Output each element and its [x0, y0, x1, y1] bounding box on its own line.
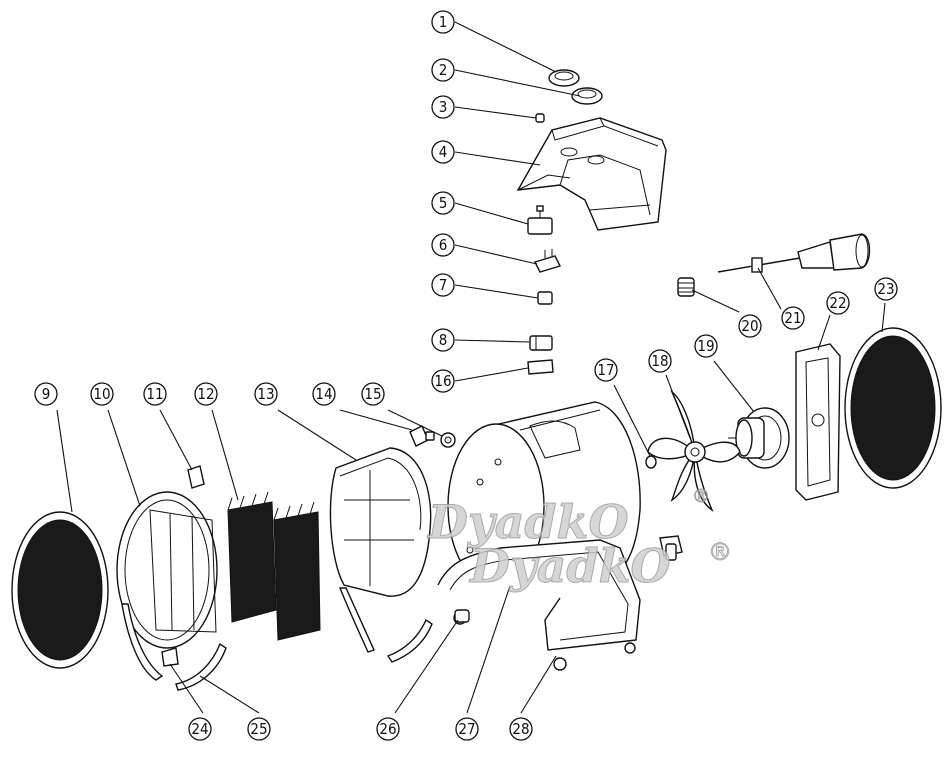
svg-text:17: 17: [597, 361, 614, 379]
part-relay-8: [529, 335, 553, 351]
part-knob-stand: [659, 535, 683, 561]
callout-22: 22: [826, 291, 850, 315]
svg-text:15: 15: [364, 385, 381, 403]
watermark-logo: DyadkO DyadkO ® ®: [426, 486, 733, 594]
callout-24: 24: [188, 717, 212, 741]
callout-7: 7: [431, 273, 455, 297]
part-top-cover-4: [516, 117, 667, 231]
part-bracket-6: [534, 249, 561, 273]
svg-text:22: 22: [829, 294, 846, 312]
part-nut-3: [535, 113, 545, 123]
callout-15: 15: [361, 382, 385, 406]
part-front-ring-10: [116, 491, 218, 681]
part-plate-16: [527, 359, 554, 375]
part-clamp-24: [161, 647, 179, 667]
svg-text:DyadkO: DyadkO: [426, 495, 629, 549]
leader-lines: [56, 21, 886, 714]
part-washer-17: [645, 455, 657, 469]
part-clip-arc: [386, 618, 433, 663]
svg-text:6: 6: [439, 236, 448, 254]
svg-text:14: 14: [315, 385, 332, 403]
svg-text:4: 4: [439, 143, 448, 161]
svg-text:®: ®: [692, 486, 710, 507]
part-arc-strip-25: [175, 642, 227, 691]
svg-text:28: 28: [512, 720, 529, 738]
part-element-frame-13: [329, 447, 432, 653]
callout-26: 26: [376, 717, 400, 741]
part-connector-7: [537, 291, 553, 305]
svg-text:12: 12: [197, 385, 214, 403]
part-motor-bracket-22: [795, 343, 841, 501]
callout-16: 16: [431, 369, 455, 393]
callout-6: 6: [431, 233, 455, 257]
svg-text:1: 1: [439, 13, 448, 31]
svg-text:25: 25: [250, 720, 267, 738]
svg-text:23: 23: [877, 280, 894, 298]
svg-text:10: 10: [93, 385, 110, 403]
svg-text:16: 16: [434, 372, 451, 390]
svg-text:®: ®: [708, 538, 732, 566]
part-knob-2: [571, 87, 603, 105]
callout-23: 23: [874, 277, 898, 301]
callout-5: 5: [431, 191, 455, 215]
svg-text:21: 21: [784, 309, 801, 327]
callout-27: 27: [455, 717, 479, 741]
callout-18: 18: [648, 349, 672, 373]
part-fastener-11: [187, 465, 205, 489]
svg-text:8: 8: [439, 331, 448, 349]
part-foot-26: [454, 609, 470, 623]
part-switch-5: [527, 205, 553, 235]
callout-28: 28: [509, 717, 533, 741]
svg-text:2: 2: [439, 61, 448, 79]
svg-text:19: 19: [697, 337, 714, 355]
part-washer-15: [440, 432, 456, 448]
part-front-grille-9: [11, 511, 109, 669]
callout-4: 4: [431, 140, 455, 164]
callout-12: 12: [194, 382, 218, 406]
part-knob-1: [548, 69, 580, 87]
svg-text:3: 3: [439, 98, 448, 116]
svg-text:20: 20: [741, 317, 758, 335]
part-cable-gland-20: [677, 277, 695, 297]
svg-text:5: 5: [439, 194, 448, 212]
svg-text:26: 26: [379, 720, 396, 738]
callout-14: 14: [312, 382, 336, 406]
svg-text:9: 9: [42, 385, 51, 403]
svg-text:18: 18: [651, 352, 668, 370]
callout-13: 13: [254, 382, 278, 406]
callout-25: 25: [247, 717, 271, 741]
part-power-cord-21: [717, 233, 871, 273]
svg-text:DyadkO: DyadkO: [468, 539, 671, 593]
svg-text:24: 24: [191, 720, 208, 738]
callout-10: 10: [90, 382, 114, 406]
callout-17: 17: [594, 358, 618, 382]
part-heating-elements-12: [227, 491, 321, 641]
callout-19: 19: [694, 334, 718, 358]
svg-text:11: 11: [146, 385, 163, 403]
callout-2: 2: [431, 58, 455, 82]
callout-9: 9: [34, 382, 58, 406]
callout-21: 21: [781, 306, 805, 330]
callout-8: 8: [431, 328, 455, 352]
callout-11: 11: [143, 382, 167, 406]
part-motor-19: [728, 407, 790, 469]
callout-3: 3: [431, 95, 455, 119]
svg-text:27: 27: [458, 720, 475, 738]
part-bolt-14: [409, 425, 435, 447]
part-stand-frame-28: [437, 539, 641, 671]
svg-text:7: 7: [439, 276, 448, 294]
part-rear-grille-23: [844, 327, 942, 489]
svg-text:13: 13: [257, 385, 274, 403]
callout-20: 20: [738, 314, 762, 338]
callout-1: 1: [431, 10, 455, 34]
